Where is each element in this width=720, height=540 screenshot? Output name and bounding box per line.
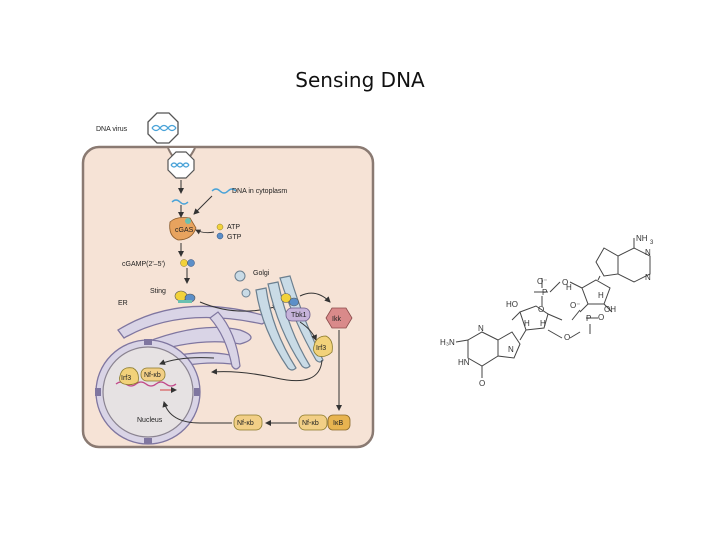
irf3-nuc-label: Irf3 — [121, 375, 131, 382]
guanine-n2-label: N — [478, 324, 484, 333]
sting-golgi-icon — [280, 293, 299, 307]
atp-label: ATP — [227, 224, 240, 231]
gtp-label: GTP — [227, 234, 242, 241]
adenine-n2-label: N — [645, 273, 651, 282]
p1-label: P — [542, 288, 547, 297]
guanine-n1-label: N — [508, 345, 514, 354]
nh3-top-label: NH — [636, 234, 648, 243]
h3-label: H — [524, 319, 530, 328]
o-minus-1-label: O⁻ — [537, 277, 547, 286]
h3n-left-label: H₃N — [440, 338, 455, 347]
nfkb-nuc-label: Nf-κb — [144, 372, 161, 379]
dna-virus-label: DNA virus — [96, 126, 128, 133]
irf3-nuc-shape — [119, 367, 139, 386]
tbk1-label: Tbk1 — [291, 312, 307, 319]
adenine-n1-label: N — [645, 248, 651, 257]
nfkb-complex-label: Nf-κb — [302, 420, 319, 427]
ikk-shape — [325, 307, 353, 329]
slide-title: Sensing DNA — [295, 68, 425, 92]
irf3-cyto-label: Irf3 — [316, 345, 326, 352]
ho-label: HO — [506, 300, 518, 309]
ikb-shape — [327, 414, 351, 431]
hn-label: HN — [458, 358, 470, 367]
dna-virus-icon — [147, 112, 179, 144]
ikb-label: IκB — [333, 420, 343, 427]
sting-icon — [174, 290, 196, 303]
nfkb-bottom-shape — [233, 414, 263, 431]
nfkb-bottom-label: Nf-κb — [237, 420, 254, 427]
oh-label: OH — [604, 305, 616, 314]
virus-entering-icon — [167, 151, 195, 179]
cgas-label: cGAS — [175, 227, 194, 234]
golgi-label: Golgi — [253, 270, 270, 277]
o2-label: O — [538, 305, 544, 314]
er-label: ER — [118, 300, 128, 307]
h4-label: H — [540, 319, 546, 328]
p2-label: P — [586, 314, 591, 323]
o3-label: O — [598, 313, 604, 322]
nfkb-complex-shape — [298, 414, 328, 431]
gtp-icon — [216, 232, 224, 240]
o1-label: O — [562, 278, 568, 287]
irf3-cyto-shape — [313, 335, 333, 357]
nucleus-label: Nucleus — [137, 417, 163, 424]
nh3-top-sub-label: 3 — [650, 240, 654, 246]
tbk1-shape — [285, 307, 311, 322]
cytoplasm-dna-icon — [211, 188, 237, 194]
ikk-label: Ikk — [332, 316, 341, 323]
sting-label: Sting — [150, 288, 166, 295]
golgi-vesicle-icon — [234, 270, 246, 282]
h1-label: H — [566, 283, 572, 292]
o-minus-2-label: O⁻ — [570, 301, 580, 310]
cgamp-molecule — [455, 238, 651, 378]
free-dna-icon — [171, 199, 189, 205]
cgamp-icon-b — [187, 259, 195, 267]
cgamp-label: cGAMP(2'–5') — [122, 261, 165, 268]
atp-icon — [216, 223, 224, 231]
o4-label: O — [564, 333, 570, 342]
dna-in-cytoplasm-label: DNA in cytoplasm — [232, 188, 287, 195]
cgamp-icon-a — [180, 259, 188, 267]
h2-label: H — [598, 291, 604, 300]
o-bottom-label: O — [479, 379, 485, 388]
nfkb-nuc-shape — [140, 367, 166, 382]
